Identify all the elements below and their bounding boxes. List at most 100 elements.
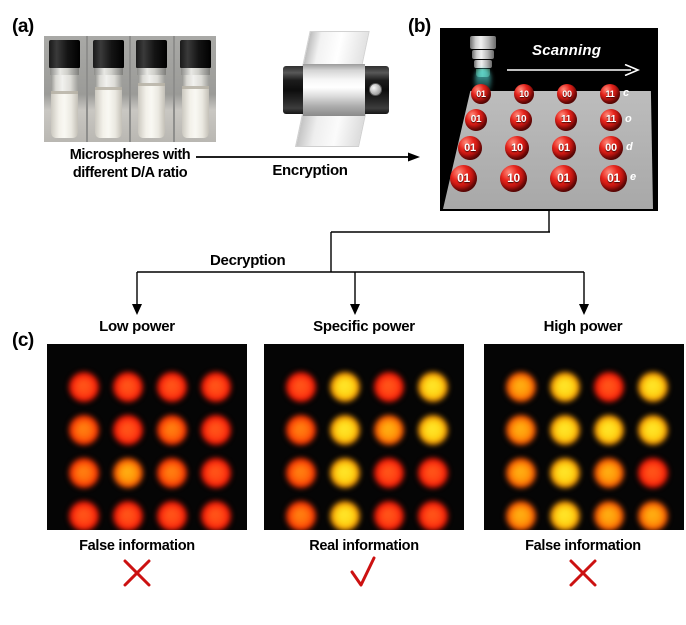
fluorescent-spot-core bbox=[645, 465, 661, 481]
coded-microsphere: 10 bbox=[500, 164, 527, 192]
row-letter-d: d bbox=[626, 141, 633, 153]
coded-microsphere: 10 bbox=[505, 136, 529, 160]
encryption-label: Encryption bbox=[272, 162, 348, 179]
microsphere-binary-code: 11 bbox=[606, 114, 616, 125]
low-power-title: Low power bbox=[99, 318, 175, 335]
fluorescent-spot-core bbox=[601, 422, 617, 438]
fluorescent-spot-core bbox=[164, 379, 180, 395]
microsphere-binary-code: 01 bbox=[476, 88, 486, 99]
microsphere-binary-code: 00 bbox=[562, 88, 572, 99]
fluorescent-spot-core bbox=[381, 379, 397, 395]
vial-meniscus bbox=[138, 82, 166, 86]
fluorescent-spot-core bbox=[513, 379, 529, 395]
high-power-verdict-mark bbox=[483, 556, 683, 596]
coded-microsphere: 11 bbox=[600, 84, 620, 104]
fluorescent-spot-core bbox=[601, 379, 617, 395]
vial-meniscus bbox=[51, 91, 79, 95]
fluorescent-spot-core bbox=[293, 422, 309, 438]
fluorescent-spot-core bbox=[337, 465, 353, 481]
coded-microsphere: 00 bbox=[557, 84, 577, 104]
fluorescence-image-low-power bbox=[47, 344, 247, 530]
vial-2 bbox=[87, 36, 129, 142]
coded-microsphere: 01 bbox=[471, 84, 491, 104]
roller-knob-icon bbox=[369, 83, 382, 96]
fluorescent-spot-core bbox=[164, 465, 180, 481]
microspheres-caption-line1: Microspheres with bbox=[69, 147, 191, 163]
fluorescent-spot-core bbox=[337, 422, 353, 438]
fluorescent-spot-core bbox=[76, 508, 92, 524]
vial-meniscus bbox=[181, 85, 209, 89]
fluorescent-spot-core bbox=[645, 508, 661, 524]
fluorescent-spot-core bbox=[76, 422, 92, 438]
vial-neck bbox=[180, 67, 210, 76]
fluorescent-spot-core bbox=[645, 379, 661, 395]
objective-segment bbox=[470, 36, 496, 49]
panel-b-letter: (b) bbox=[408, 16, 431, 37]
fluorescent-spot-core bbox=[208, 422, 224, 438]
fluorescent-spot-core bbox=[208, 465, 224, 481]
vial-4 bbox=[174, 36, 216, 142]
encrypted-code-array-image: Scanning 01 10 00 11 01 10 11 11 01 10 01 00 01 10 01 0… bbox=[440, 28, 658, 211]
specific-power-info-label: Real information bbox=[309, 538, 419, 554]
fluorescent-spot-core bbox=[76, 379, 92, 395]
scanning-arrow-icon bbox=[507, 64, 640, 76]
vial-cap bbox=[92, 40, 124, 68]
coded-microsphere: 11 bbox=[555, 109, 577, 131]
coded-microsphere: 01 bbox=[458, 136, 482, 160]
fluorescent-spot-core bbox=[557, 465, 573, 481]
microsphere-vials-photo bbox=[44, 36, 216, 142]
high-power-title: High power bbox=[543, 318, 623, 335]
fluorescent-spot-core bbox=[425, 508, 441, 524]
fluorescent-spot-core bbox=[120, 508, 136, 524]
decryption-label: Decryption bbox=[210, 252, 286, 269]
scanning-label: Scanning bbox=[532, 42, 602, 59]
vial-cap bbox=[136, 40, 168, 68]
microsphere-binary-code: 01 bbox=[558, 141, 570, 154]
specific-power-title: Specific power bbox=[313, 318, 415, 335]
vial-liquid bbox=[51, 91, 79, 138]
fluorescent-spot-core bbox=[208, 379, 224, 395]
panel-c-letter: (c) bbox=[12, 330, 34, 351]
fluorescent-spot-core bbox=[381, 422, 397, 438]
fluorescent-spot-core bbox=[164, 508, 180, 524]
coded-microsphere: 01 bbox=[465, 109, 487, 131]
fluorescent-spot-core bbox=[601, 508, 617, 524]
fluorescent-spot-core bbox=[337, 508, 353, 524]
vial-3 bbox=[131, 36, 173, 142]
microsphere-binary-code: 00 bbox=[605, 141, 617, 154]
fluorescent-spot-core bbox=[425, 465, 441, 481]
fluorescent-spot-core bbox=[337, 379, 353, 395]
microsphere-binary-code: 01 bbox=[607, 171, 620, 185]
cross-icon bbox=[123, 559, 151, 587]
coded-microsphere: 01 bbox=[450, 164, 477, 192]
row-letter-o: o bbox=[625, 113, 632, 125]
fluorescence-image-specific-power bbox=[264, 344, 464, 530]
fluorescent-spot-core bbox=[513, 508, 529, 524]
microsphere-binary-code: 10 bbox=[519, 88, 529, 99]
vial-liquid bbox=[94, 86, 122, 138]
fluorescent-spot-core bbox=[513, 422, 529, 438]
fluorescent-spot-core bbox=[381, 465, 397, 481]
fluorescent-spot-core bbox=[293, 465, 309, 481]
encryption-arrow-icon bbox=[196, 152, 420, 162]
microsphere-binary-code: 11 bbox=[605, 88, 615, 99]
vial-neck bbox=[93, 67, 123, 76]
printer-roller-device-icon bbox=[283, 31, 389, 147]
coded-microsphere: 01 bbox=[550, 164, 577, 192]
coded-microsphere: 10 bbox=[510, 109, 532, 131]
coded-microsphere: 01 bbox=[552, 136, 576, 160]
microsphere-binary-code: 10 bbox=[511, 141, 523, 154]
decryption-arrow-tree bbox=[132, 210, 589, 315]
fluorescent-spot-core bbox=[601, 465, 617, 481]
roller-band bbox=[303, 64, 365, 116]
fluorescent-spot-core bbox=[425, 379, 441, 395]
fluorescent-spot-core bbox=[293, 379, 309, 395]
fluorescent-spot-core bbox=[425, 422, 441, 438]
fluorescent-spot-core bbox=[381, 508, 397, 524]
microsphere-binary-code: 11 bbox=[561, 114, 571, 125]
row-letter-c: c bbox=[623, 87, 630, 99]
coded-microsphere: 10 bbox=[514, 84, 534, 104]
fluorescent-spot-core bbox=[208, 508, 224, 524]
fluorescence-image-high-power bbox=[484, 344, 684, 530]
